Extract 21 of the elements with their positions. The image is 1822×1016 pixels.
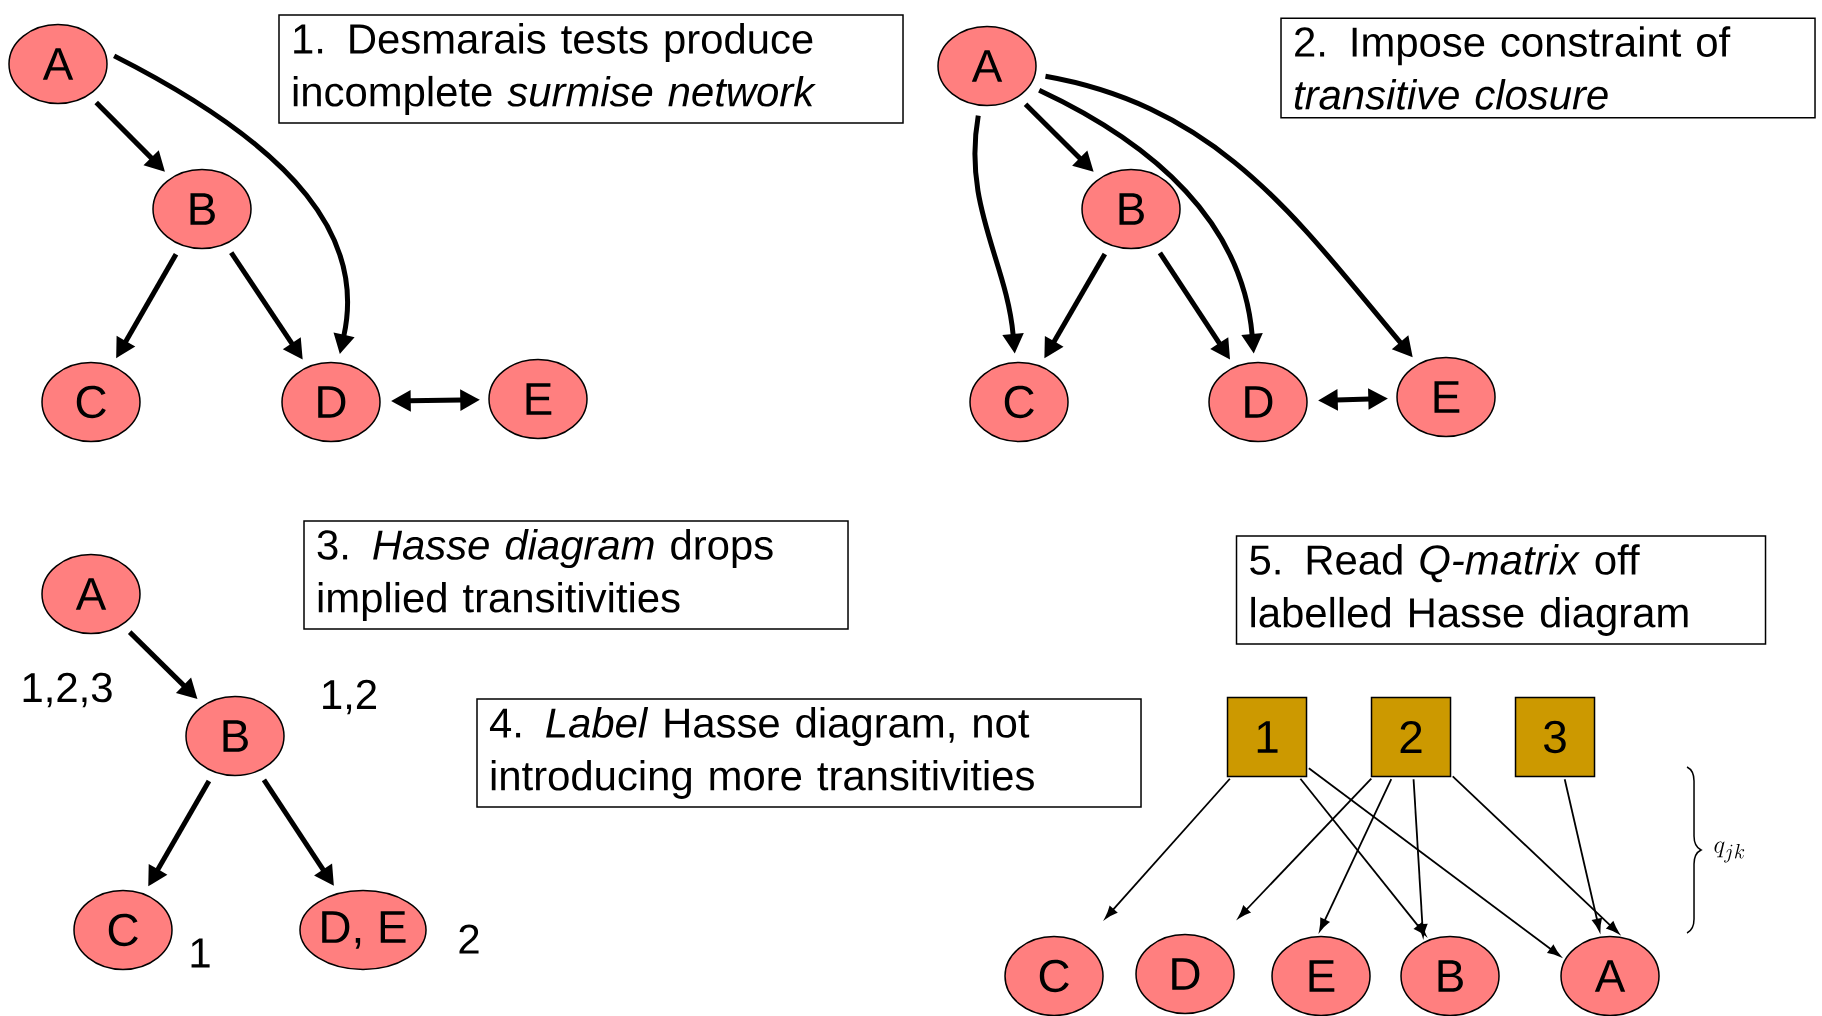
node-annotation: 2 xyxy=(459,924,479,954)
attribute-square: 3 xyxy=(1514,696,1596,778)
text-box: 2. Impose constraint of transitive closure xyxy=(1280,17,1816,119)
node-annotation: 1,2,3 xyxy=(23,672,112,708)
node-annotation: 1 xyxy=(191,938,210,968)
arrow xyxy=(1412,778,1428,937)
arrow xyxy=(1238,777,1373,919)
arrow xyxy=(1563,778,1602,932)
arrow xyxy=(1299,777,1427,936)
arrow xyxy=(1451,775,1620,934)
node-annotation: 1,2 xyxy=(323,679,376,715)
text-box: 5. Read Q-matrix off labelled Hasse diagram xyxy=(1235,535,1767,645)
text-box: 1. Desmarais tests produce incomplete surmise network xyxy=(278,14,904,124)
arrow xyxy=(1104,777,1231,919)
attribute-square: 2 xyxy=(1370,696,1452,778)
attribute-square: 1 xyxy=(1226,696,1308,778)
arrow xyxy=(1307,767,1561,957)
text-box: 4. Label Hasse diagram, not introducing more transitivities xyxy=(476,698,1142,808)
text-box: 3. Hasse diagram drops implied transitivities xyxy=(303,520,849,630)
arrow xyxy=(1319,778,1393,932)
brace-label: $q_{jk}$ xyxy=(1714,841,1745,863)
